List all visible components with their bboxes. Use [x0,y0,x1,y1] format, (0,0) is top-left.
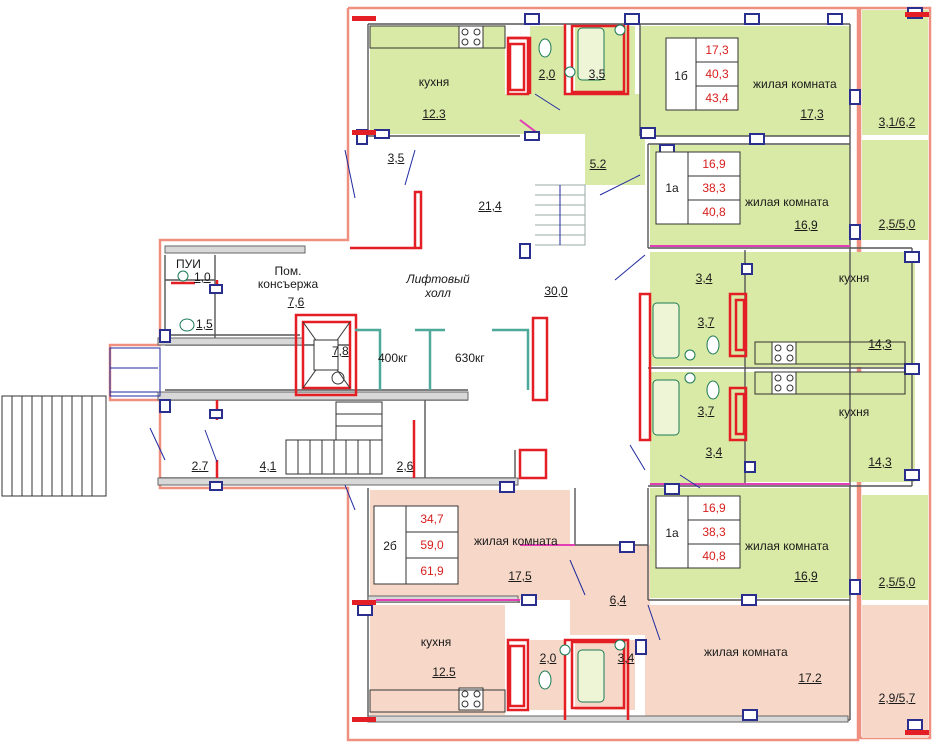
concierge-area: 7,6 [287,295,305,309]
pui-area: 1,0 [194,270,211,284]
apt-1a-top-value-2: 38,3 [702,181,726,195]
apt-2b-type: 2б [383,539,397,553]
bath-37-bot-area: 3,7 [697,404,715,418]
living-1a-bot-name: жилая комната [745,539,829,553]
living-1a-top-area: 16,9 [794,218,818,232]
apt-1b-value-2: 40,3 [705,67,729,81]
hall-52-fill [585,130,645,185]
apt-1a-top-value-3: 40,8 [702,205,726,219]
bath-top-area: 3,5 [588,67,606,81]
wc-concierge-area: 1,5 [196,317,213,331]
apt-1a-bot-type: 1а [665,526,679,540]
balcony-top-fill [862,10,928,135]
apt-1a-bot-value-2: 38,3 [702,525,726,539]
window-markers [352,12,929,735]
partitions [376,119,850,601]
balcony-3-fill [862,495,928,600]
living-1b-name: жилая комната [753,77,837,91]
balcony-top-area: 3,1/6,2 [878,115,916,129]
living-1b-area: 17,3 [800,107,824,121]
bath-37-top-area: 3,7 [697,315,715,329]
toilets [177,24,720,690]
concierge-name: Пом. консъержа [257,264,319,292]
hall-34-bot-area: 3,4 [705,445,723,459]
entrance [109,347,161,397]
kitchen-bot-left-area: 12.5 [432,665,456,679]
lift-small-label: 400кг [378,351,408,365]
kitchen-bot-left-fill [370,605,505,715]
apt-1a-bot-value-1: 16,9 [702,501,726,515]
hall-2b-area: 6,4 [609,593,627,607]
hall-top-area: 5.2 [589,157,607,171]
living-1a-bot-area: 16,9 [794,569,818,583]
corridor-upper-area: 21,4 [478,199,502,213]
kitchen-right-top-name: кухня [838,271,870,285]
lift-shafts [355,328,530,390]
living-2b-name: жилая комната [474,534,558,548]
balcony-4-area: 2,9/5,7 [878,691,916,705]
entry-b-area: 4,1 [259,459,277,473]
living-2b-second-name: жилая комната [704,645,788,659]
kitchen-bot-left-name: кухня [420,635,452,649]
apt-1a-bot-value-3: 40,8 [702,549,726,563]
garbage-chute [302,321,351,389]
balcony-4-fill [862,605,928,738]
bathtubs [577,27,680,703]
stoves [458,25,797,711]
hall-34-bot-fill [650,444,745,484]
balcony-2-area: 2,5/5,0 [878,217,916,231]
counters [369,25,906,713]
vestibule-area: 3,5 [387,151,405,165]
living-2b-second-fill [645,605,850,720]
kitchen-right-bot-area: 14,3 [868,455,892,469]
kitchen-top-left-name: кухня [418,75,450,89]
apt-1a-top-value-1: 16,9 [702,157,726,171]
corridor-mid-area: 30,0 [544,284,568,298]
apt-2b-value-1: 34,7 [420,512,444,526]
apt-2b-value-3: 61,9 [420,564,444,578]
apt-1b-type: 1б [674,69,688,83]
balcony-2-fill [862,140,928,240]
wc-top-area: 2,0 [538,67,556,81]
kitchen-right-bot-name: кухня [838,405,870,419]
apartment-tables [373,37,741,585]
hall-2b-fill [570,545,650,635]
entry-c-area: 2,6 [396,459,414,473]
stairs [1,184,586,497]
apt-1a-top-type: 1а [665,181,679,195]
living-2b-second-area: 17.2 [798,671,822,685]
entry-a-area: 2.7 [191,459,209,473]
hall-34-top-fill [650,252,745,294]
living-2b-area: 17,5 [508,569,532,583]
garbage-area: 7,8 [332,344,349,358]
pui-name: ПУИ [176,257,201,271]
red-walls [171,24,748,720]
wc-top-fill [530,26,564,94]
bath-bot-area: 3,4 [617,651,635,665]
kitchen-right-top-area: 14,3 [868,337,892,351]
apt-2b-value-2: 59,0 [420,538,444,552]
lift-large-label: 630кг [455,351,485,365]
apt-1b-value-3: 43,4 [705,91,729,105]
hall-top-fill [505,94,645,134]
kitchen-top-left-area: 12.3 [422,107,446,121]
lift-hall-label: Лифтовый холл [406,272,470,301]
wc-bot-area: 2,0 [539,651,557,665]
windows [159,7,923,731]
apt-1b-value-1: 17,3 [705,43,729,57]
hall-34-top-area: 3,4 [695,271,713,285]
balcony-3-area: 2,5/5,0 [878,575,916,589]
door-swings [149,93,701,641]
living-1a-top-name: жилая комната [745,195,829,209]
